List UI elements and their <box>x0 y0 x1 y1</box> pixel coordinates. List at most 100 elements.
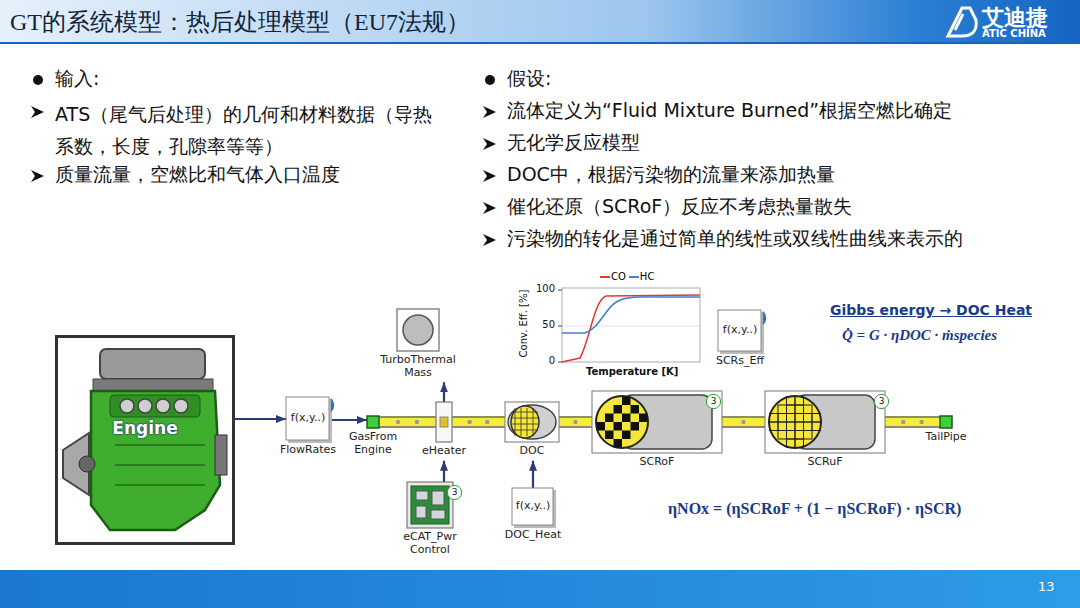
pipe-bead <box>396 420 400 424</box>
node-illustration <box>55 335 235 545</box>
title-bar <box>0 0 1080 42</box>
node-label: DOC <box>520 445 545 458</box>
signal-arrow <box>330 420 367 421</box>
pipe-bead <box>467 420 471 424</box>
node-illustration <box>505 402 559 442</box>
catalyst-block: DOC <box>505 402 559 461</box>
heater-symbol <box>436 402 452 442</box>
signal-arrow <box>235 419 286 420</box>
node-label: GasFrom Engine <box>344 431 402 456</box>
pipe-connector <box>559 420 592 424</box>
pipe-bead <box>485 420 489 424</box>
scrof-symbol <box>592 391 722 453</box>
legend-item: HC <box>629 271 655 282</box>
fbox-symbol <box>512 488 556 528</box>
arrow-line <box>532 461 534 488</box>
axis-title: Temperature [K] <box>586 366 678 377</box>
thermal-symbol <box>397 309 439 351</box>
node-label: SCRoF <box>640 456 675 469</box>
pipe-connector <box>885 420 940 424</box>
bullet-item: 无化学反应模型 <box>507 130 640 156</box>
scruf-symbol <box>765 391 885 453</box>
port-symbol <box>940 416 952 428</box>
bullet-item: DOC中，根据污染物的流量来添加热量 <box>507 162 835 188</box>
efficiency-chart <box>558 288 700 362</box>
pipe-core <box>559 418 592 426</box>
pipe-wall <box>722 416 765 428</box>
node-label: TailPipe <box>926 431 967 444</box>
legend-text: HC <box>640 271 655 282</box>
node-icon: f(x,y..) <box>286 397 330 441</box>
axis-title: Conv. Eff. [%] <box>518 279 529 369</box>
pipe-core <box>722 418 765 426</box>
node-icon: f(x,y..) <box>512 488 554 526</box>
arrow-line <box>443 382 445 402</box>
slide-title: GT的系统模型：热后处理模型（EU7法规） <box>10 6 470 38</box>
node-icon <box>367 416 379 428</box>
pipe-core <box>379 418 436 426</box>
node-label: eHeater <box>422 445 466 458</box>
page-number: 13 <box>1038 579 1055 594</box>
pipe-wall <box>885 416 940 428</box>
pipe-core <box>885 418 940 426</box>
node-label: f(x,y..) <box>718 324 762 337</box>
engine-symbol <box>57 337 234 544</box>
node-illustration <box>436 402 452 442</box>
bullet-item: 质量流量，空燃比和气体入口温度 <box>55 162 340 188</box>
logo-subtext: ATIC CHINA <box>982 28 1046 39</box>
fbox-symbol <box>286 397 334 443</box>
outlet-boundary: TailPipe <box>926 416 967 447</box>
pipe-bead <box>415 420 419 424</box>
doc-symbol <box>505 402 559 442</box>
arrow-line <box>443 461 445 482</box>
pipe-bead <box>741 420 745 424</box>
pipe-core <box>452 418 505 426</box>
signal-arrow <box>444 382 445 402</box>
node-label: SCRuF <box>807 456 842 469</box>
title-rule <box>0 42 1080 44</box>
node-label: Engine <box>55 419 235 439</box>
node-illustration <box>592 391 722 453</box>
node-illustration <box>940 416 952 428</box>
pipe-connector <box>379 420 436 424</box>
node-illustration <box>367 416 379 428</box>
node-icon <box>592 391 722 453</box>
catalyst-cylinder: SCRuF <box>765 391 885 472</box>
node-icon <box>505 402 559 442</box>
pipe-wall <box>452 416 505 428</box>
node-illustration <box>397 309 439 351</box>
pipe-bead <box>901 420 905 424</box>
arrow-line <box>330 419 367 421</box>
legend-line-sample <box>629 276 639 278</box>
callout-number: 3 <box>874 394 889 409</box>
legend-item: CO <box>600 271 626 282</box>
node-icon <box>940 416 952 428</box>
node-label: TurboThermal Mass <box>372 354 464 379</box>
footer-bar <box>0 570 1080 608</box>
arrow-line <box>235 418 286 420</box>
node-label: DOC_Heat <box>505 529 561 542</box>
pipe-bead <box>573 420 577 424</box>
node-icon <box>765 391 885 453</box>
node-label: eCAT_Pwr Control <box>394 531 466 556</box>
node-label: f(x,y..) <box>512 500 554 513</box>
pipe-connector <box>452 420 505 424</box>
heater-block: eHeater <box>422 402 466 461</box>
chart-legend: CO HC <box>600 271 657 282</box>
callout-number: 3 <box>447 485 462 500</box>
formula-heading: Gibbs energy → DOC Heat <box>830 302 1032 318</box>
logo-mark <box>948 8 976 36</box>
thermal-mass: TurboThermal Mass <box>372 309 464 382</box>
function-block: f(x,y..) DOC_Heat <box>505 488 561 545</box>
port-symbol <box>367 416 379 428</box>
pipe-connector <box>722 420 765 424</box>
node-icon: Engine <box>55 335 235 545</box>
function-block: f(x,y..) FlowRates <box>280 397 336 460</box>
node-icon <box>436 402 452 442</box>
bullet-item: 催化还原（SCRoF）反应不考虑热量散失 <box>507 194 852 220</box>
bullet-heading: 输入: <box>55 66 99 92</box>
catalyst-cylinder: SCRoF <box>592 391 722 472</box>
node-label: FlowRates <box>280 444 336 457</box>
bullet-marks <box>31 75 496 246</box>
signal-arrow <box>533 461 534 488</box>
